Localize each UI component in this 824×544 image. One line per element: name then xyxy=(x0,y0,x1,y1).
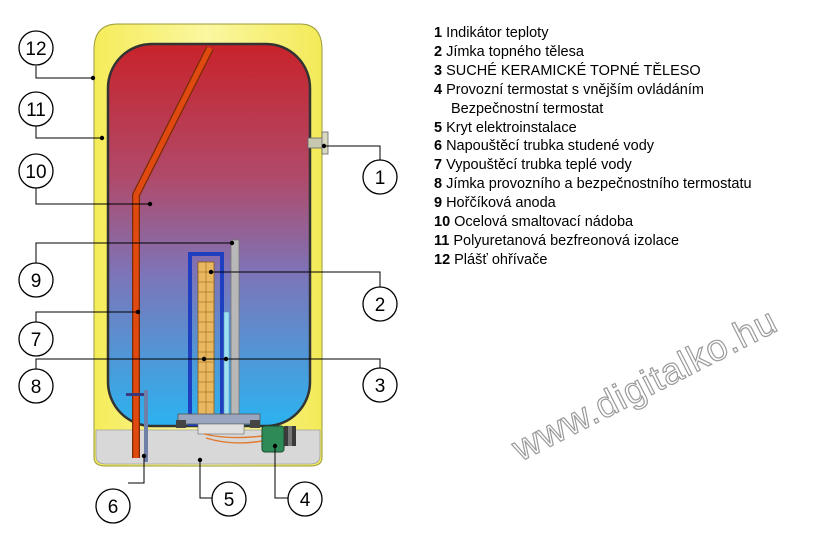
flange-bolt-left xyxy=(176,420,186,428)
callout-5-label: 5 xyxy=(224,490,235,511)
legend-number: 1 xyxy=(434,25,443,41)
callout-1-label: 1 xyxy=(375,168,386,189)
legend-item-4-continuation: Bezpečnostní termostat xyxy=(434,100,752,119)
callout-7-label: 7 xyxy=(31,330,42,351)
legend-text: Jímka topného tělesa xyxy=(446,43,584,60)
callout-6: 6 xyxy=(95,488,131,524)
callout-11-label: 11 xyxy=(26,100,46,121)
magnesium-anode xyxy=(230,239,240,421)
legend-text: Hořčíková anoda xyxy=(446,195,556,212)
wiring xyxy=(203,433,263,444)
legend-number: 4 xyxy=(434,81,443,98)
legend-text: Provozní termostat s vnějším ovládáním xyxy=(446,81,704,98)
legend-text: Ocelová smaltovací nádoba xyxy=(454,214,634,231)
heating-element-ribs xyxy=(198,262,214,418)
legend-number: 3 xyxy=(434,62,443,79)
legend-number: 2 xyxy=(434,43,443,60)
callout-3-label: 3 xyxy=(375,376,386,397)
legend-text: SUCHÉ KERAMICKÉ TOPNÉ TĚLESO xyxy=(446,62,701,79)
legend-text: Indikátor teploty xyxy=(446,25,549,41)
callout-4: 4 xyxy=(287,481,323,517)
thermostat-well xyxy=(223,311,230,421)
legend-text: Jímka provozního a bezpečnostního termos… xyxy=(446,176,752,193)
callout-2-label: 2 xyxy=(375,295,386,316)
indicator-knob xyxy=(321,131,329,155)
callout-2: 2 xyxy=(362,286,398,322)
legend-number: 5 xyxy=(434,119,443,136)
callout-9-label: 9 xyxy=(31,271,42,292)
callout-8-label: 8 xyxy=(31,377,42,398)
callout-10-label: 10 xyxy=(25,162,46,183)
legend-number: 12 xyxy=(434,251,451,268)
legend-text: Plášť ohřívače xyxy=(454,251,548,268)
cold-pipe-outlet xyxy=(126,393,144,396)
legend-number: 11 xyxy=(434,232,450,249)
hot-water-pipe-fill xyxy=(133,46,213,458)
legend-text: Polyuretanová bezfreonová izolace xyxy=(453,232,680,249)
legend-text: Napouštěcí trubka studené vody xyxy=(446,138,655,155)
callout-12: 12 xyxy=(18,30,54,66)
flange-bolt-right xyxy=(250,420,260,428)
legend-number: 8 xyxy=(434,176,443,193)
callout-12-label: 12 xyxy=(25,39,46,60)
callout-9: 9 xyxy=(18,262,54,298)
heater-flange xyxy=(177,413,261,425)
leader-lines xyxy=(35,66,381,499)
callout-1: 1 xyxy=(362,159,398,195)
element-base xyxy=(197,423,245,435)
leader-dots xyxy=(90,75,327,463)
callout-8: 8 xyxy=(18,368,54,404)
callout-7: 7 xyxy=(18,321,54,357)
callout-5: 5 xyxy=(211,481,247,517)
callout-11: 11 xyxy=(18,91,54,127)
callout-10: 10 xyxy=(18,153,54,189)
legend-text: Bezpečnostní termostat xyxy=(451,100,604,117)
legend-text: Vypouštěcí trubka teplé vody xyxy=(446,157,632,174)
callout-4-label: 4 xyxy=(300,490,311,511)
legend-number: 7 xyxy=(434,157,443,174)
callout-3: 3 xyxy=(362,367,398,403)
legend-number: 6 xyxy=(434,138,443,155)
operating-thermostat xyxy=(261,425,285,453)
legend-number: 9 xyxy=(434,195,443,212)
thermostat-knob-shine xyxy=(288,426,292,446)
legend-text: Kryt elektroinstalace xyxy=(446,119,577,136)
callout-6-label: 6 xyxy=(108,497,119,518)
cold-water-pipe xyxy=(144,390,148,462)
legend-number: 10 xyxy=(434,214,451,231)
